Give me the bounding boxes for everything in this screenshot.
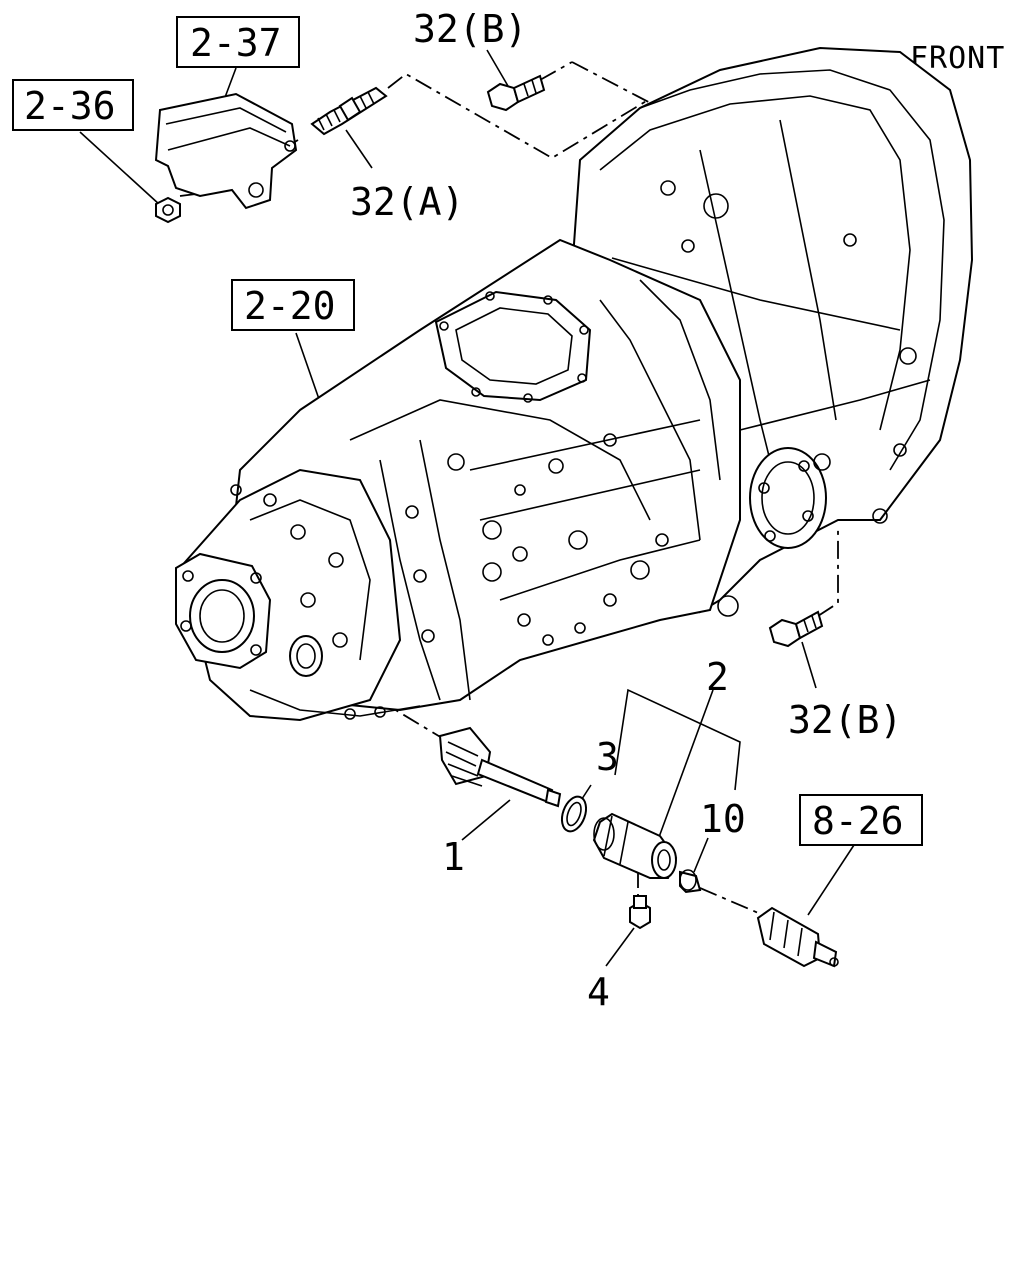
callout-part-10: 10 bbox=[700, 797, 746, 841]
callout-32a: 32(A) bbox=[350, 180, 464, 224]
callout-part-4: 4 bbox=[587, 970, 610, 1014]
transmission-case bbox=[175, 46, 974, 722]
seal-ring[interactable] bbox=[679, 869, 702, 894]
callout-part-2: 2 bbox=[706, 655, 729, 699]
ref-2-36-label: 2-36 bbox=[24, 84, 116, 128]
sleeve-bolt[interactable] bbox=[629, 895, 651, 930]
ref-box-2-20[interactable]: 2-20 bbox=[231, 279, 355, 331]
callout-32b-right: 32(B) bbox=[788, 698, 902, 742]
speedo-sleeve[interactable] bbox=[592, 812, 678, 879]
callout-32b-top: 32(B) bbox=[413, 7, 527, 51]
speed-sensor[interactable] bbox=[756, 906, 839, 968]
callout-part-1: 1 bbox=[442, 835, 465, 879]
ref-2-20-label: 2-20 bbox=[244, 284, 336, 328]
ref-box-8-26[interactable]: 8-26 bbox=[799, 794, 923, 846]
bolt-32b-top[interactable] bbox=[486, 74, 546, 112]
o-ring[interactable] bbox=[558, 793, 591, 834]
mounting-bracket[interactable] bbox=[154, 92, 298, 210]
callout-part-3: 3 bbox=[596, 735, 619, 779]
bolt-32a[interactable] bbox=[310, 86, 388, 136]
flange-nut[interactable] bbox=[155, 196, 181, 224]
ref-8-26-label: 8-26 bbox=[812, 799, 904, 843]
ref-box-2-37[interactable]: 2-37 bbox=[176, 16, 300, 68]
front-label: FRONT bbox=[910, 41, 1005, 76]
ref-2-37-label: 2-37 bbox=[190, 21, 282, 65]
speedo-driven-gear[interactable] bbox=[438, 726, 562, 808]
ref-box-2-36[interactable]: 2-36 bbox=[12, 79, 134, 131]
bolt-32b-right[interactable] bbox=[768, 610, 824, 648]
